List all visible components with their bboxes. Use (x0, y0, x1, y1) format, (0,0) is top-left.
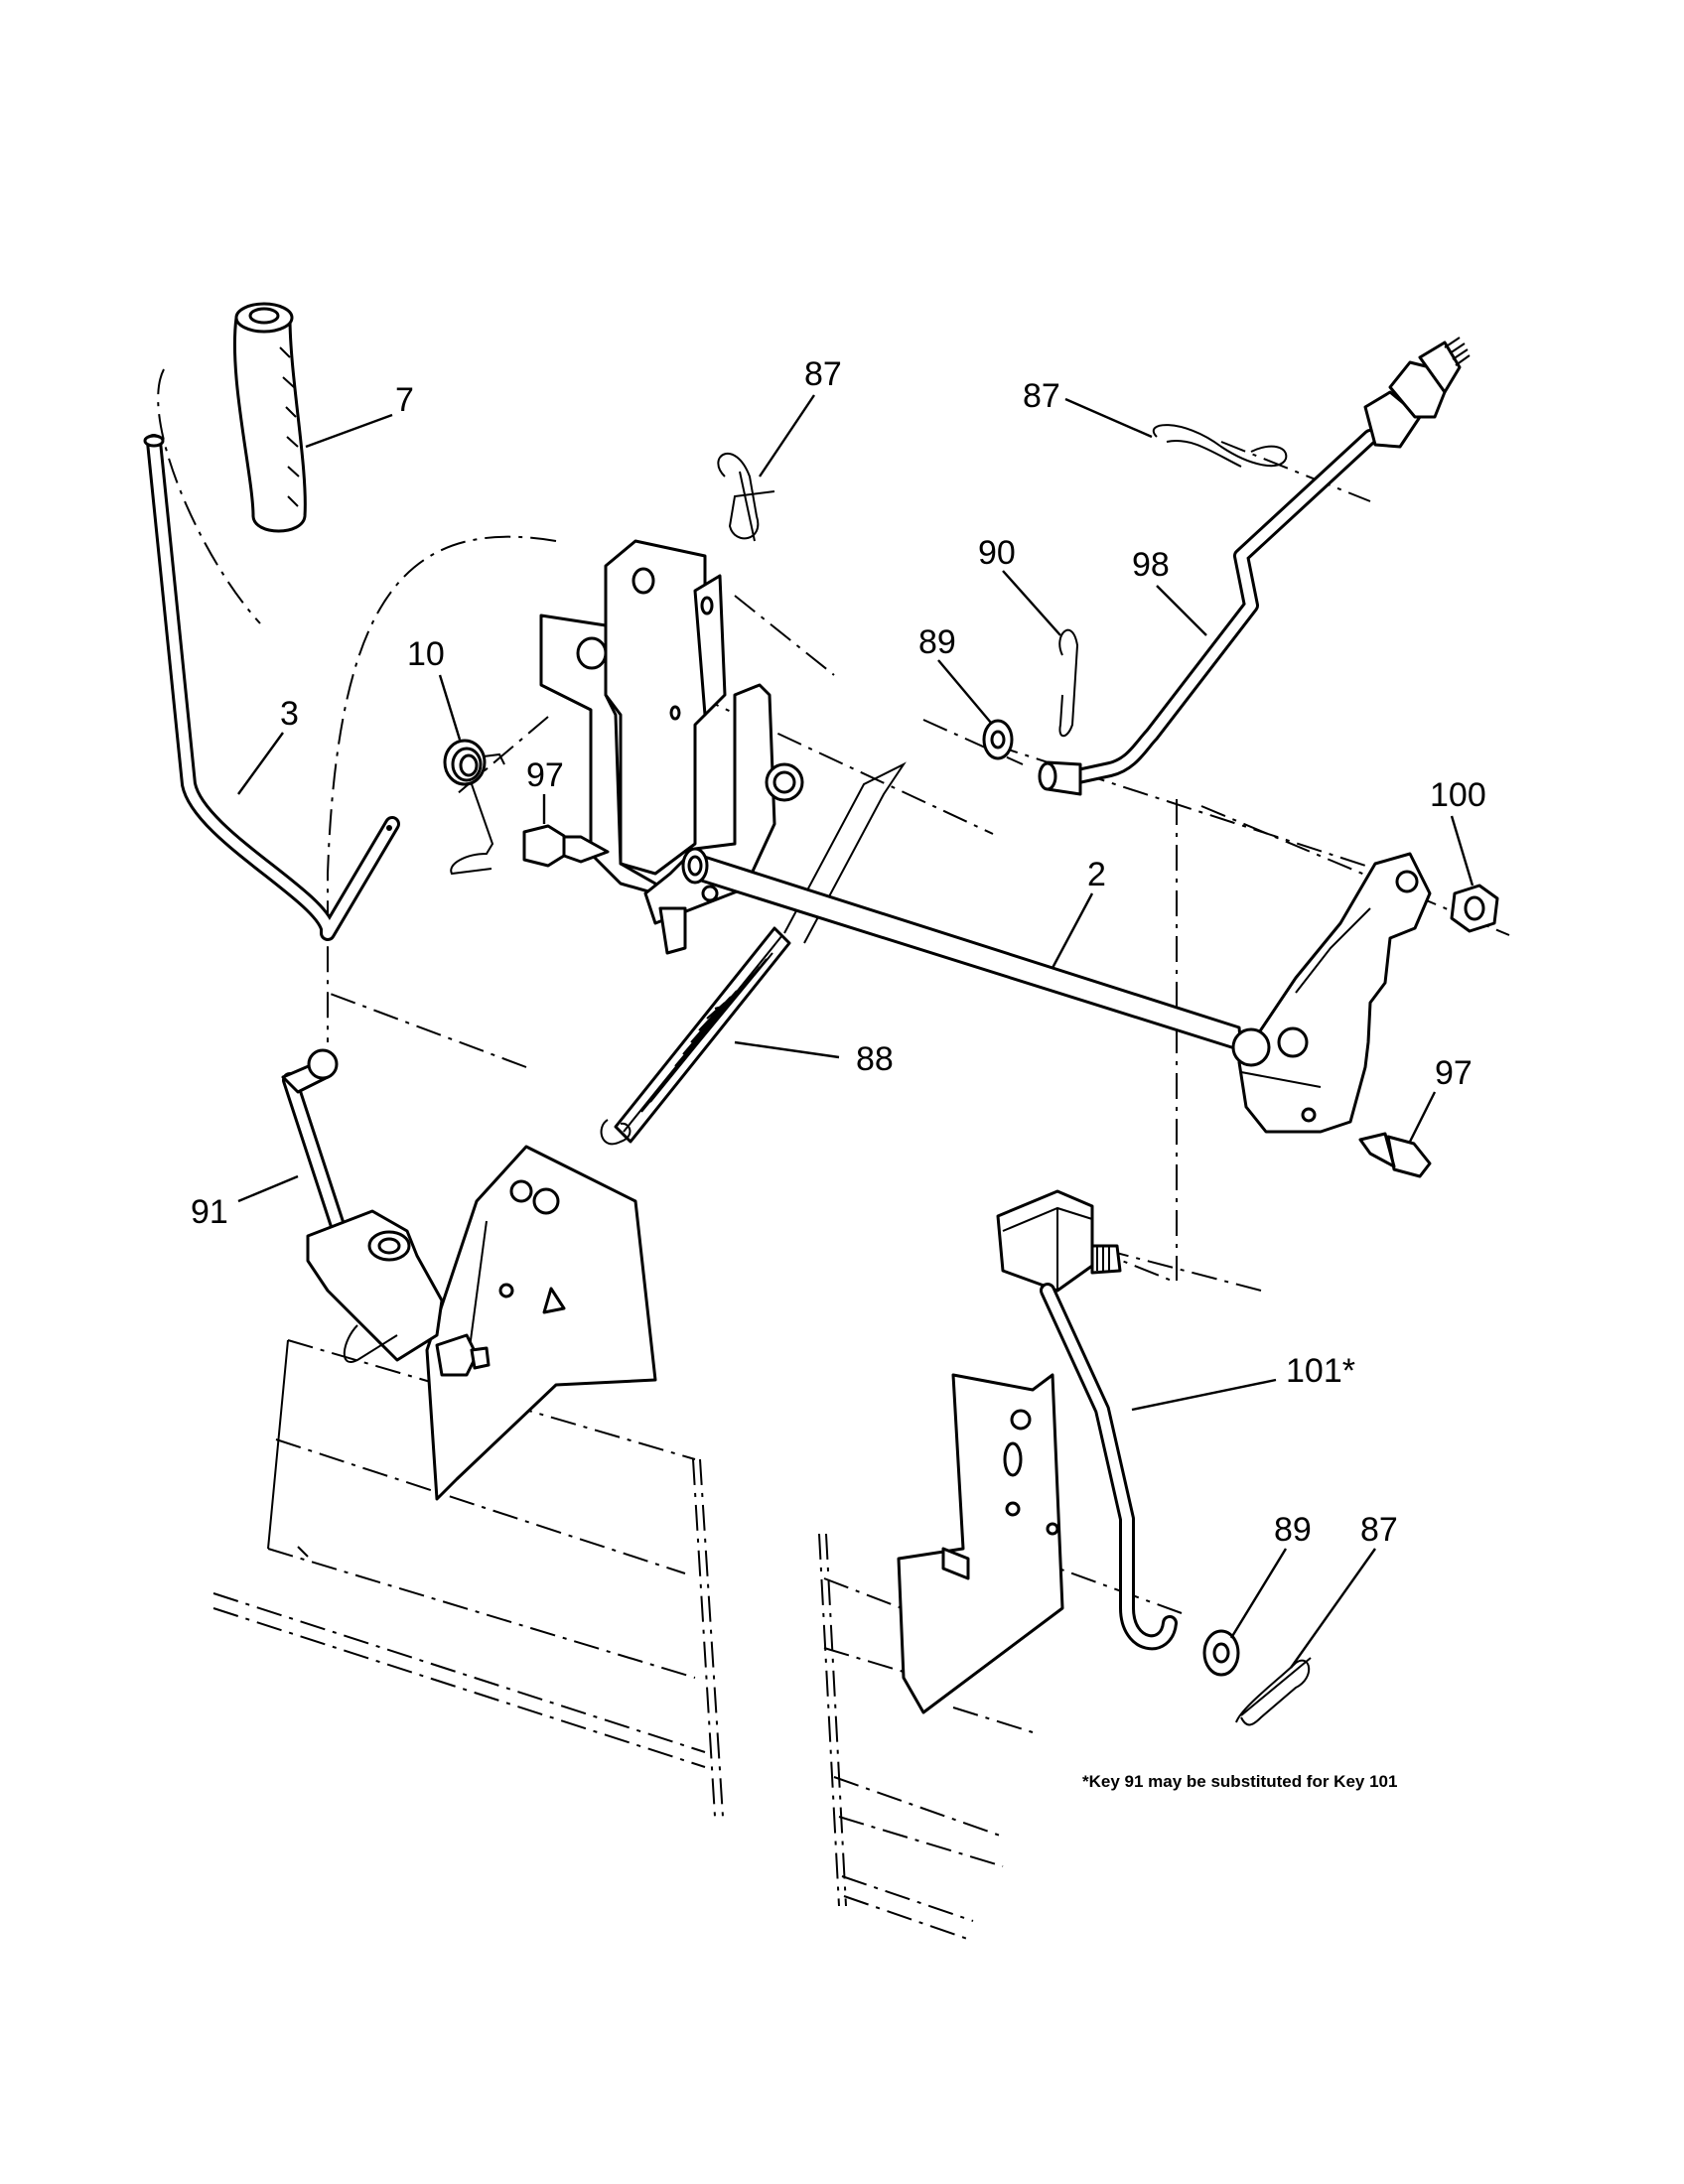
pivot-plate (643, 683, 804, 955)
lift-handle-rod (143, 434, 400, 941)
small-clip (1058, 628, 1079, 738)
callout-3: 3 (280, 695, 299, 733)
shoulder-bolt-left (522, 824, 610, 868)
callout-2: 2 (1087, 856, 1106, 893)
left-deck-hanger-bracket (297, 1145, 657, 1558)
handle-grip (232, 302, 307, 533)
callout-97-right: 97 (1435, 1054, 1473, 1092)
leader-lines (237, 394, 1474, 1669)
substitution-note: *Key 91 may be substituted for Key 101 (1082, 1772, 1397, 1791)
extension-spring (600, 761, 907, 1146)
callout-90: 90 (978, 534, 1016, 572)
hairpin-clip-right (1152, 424, 1288, 468)
right-lift-arm (1231, 852, 1432, 1134)
shoulder-bolt-right (1358, 1132, 1432, 1178)
callout-10: 10 (407, 635, 445, 673)
hex-nut (1450, 884, 1499, 933)
washer-top (982, 719, 1014, 760)
washer-bottom (1202, 1629, 1240, 1677)
callout-89-bottom: 89 (1274, 1511, 1312, 1549)
hairpin-clip-top (717, 453, 775, 542)
callout-87-bottom: 87 (1360, 1511, 1398, 1549)
callout-89-top: 89 (918, 623, 956, 661)
callout-97-left: 97 (526, 756, 564, 794)
callout-101: 101* (1286, 1352, 1355, 1390)
callout-87-right: 87 (1023, 377, 1060, 415)
callout-88: 88 (856, 1040, 894, 1078)
callout-98: 98 (1132, 546, 1170, 584)
right-lift-link (996, 1189, 1178, 1651)
torsion-spring (443, 739, 505, 876)
deck-outline-right (818, 1533, 1034, 1942)
callout-100: 100 (1430, 776, 1486, 814)
callout-91: 91 (191, 1193, 228, 1231)
height-adjust-rod (1038, 337, 1471, 796)
left-lift-link (281, 1048, 491, 1377)
hairpin-clip-bottom (1235, 1657, 1312, 1726)
pivot-bracket (539, 539, 727, 895)
callout-7: 7 (395, 381, 414, 419)
right-deck-hanger-bracket (897, 1373, 1064, 1714)
callout-87-top: 87 (804, 355, 842, 393)
